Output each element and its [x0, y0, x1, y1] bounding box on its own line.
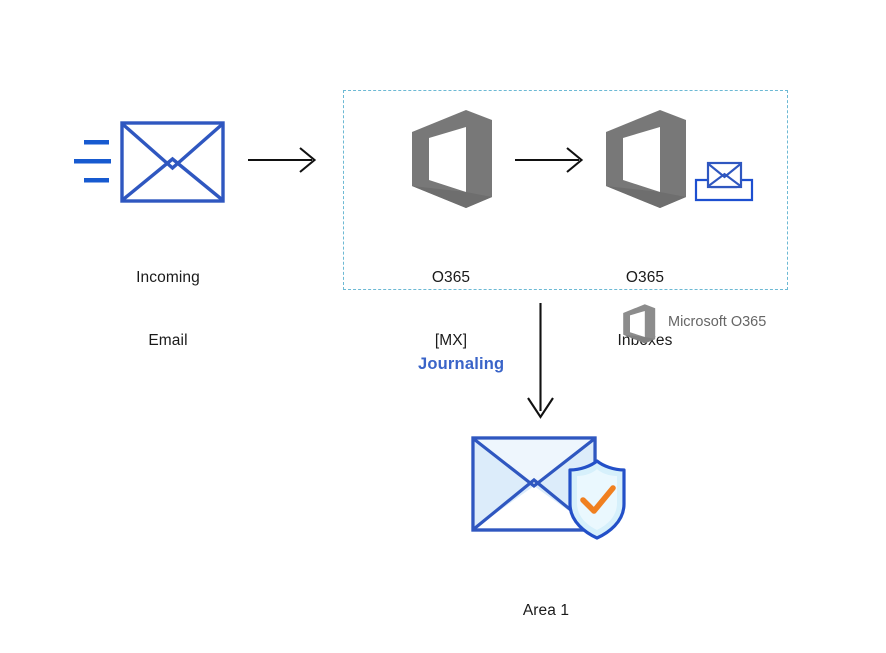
legend-label: Microsoft O365: [668, 314, 767, 330]
o365-mx-label-line2: [MX]: [434, 331, 468, 349]
o365-mx-label-line1: O365: [431, 268, 471, 286]
inbox-tray-node: [694, 158, 754, 204]
journaling-edge-label: Journaling: [418, 355, 505, 373]
arrow-mx-to-inboxes: [515, 145, 590, 175]
o365-inboxes-label-line1: O365: [625, 268, 665, 286]
incoming-email-node: [72, 115, 232, 210]
arrow-right-icon: [515, 147, 584, 173]
o365-inboxes-node: [598, 107, 693, 212]
area1-label-line1: Area 1: [522, 601, 570, 619]
legend-office-icon-wrapper: [620, 303, 658, 345]
area1-caption: Area 1 email security: [463, 559, 629, 653]
microsoft-o365-dashed-zone: [343, 90, 788, 290]
office-365-logo-icon: [623, 304, 656, 344]
o365-mx-caption: O365 [MX]: [371, 226, 531, 393]
o365-mx-node: [404, 107, 499, 212]
office-365-logo-icon: [606, 110, 686, 208]
office-365-logo-icon: [412, 110, 492, 208]
arrow-incoming-to-mx: [248, 145, 323, 175]
arrow-right-icon: [248, 147, 317, 173]
incoming-email-label-line1: Incoming: [136, 268, 200, 286]
envelope-shield-check-icon: [471, 436, 626, 540]
inbox-tray-envelope-icon: [694, 161, 754, 202]
arrow-down-icon: [527, 303, 554, 419]
incoming-email-caption: Incoming Email: [88, 226, 248, 393]
envelope-with-motion-lines-icon: [74, 121, 225, 203]
arrow-inboxes-to-area1: [522, 303, 562, 423]
area1-email-security-node: [468, 432, 634, 547]
incoming-email-label-line2: Email: [148, 331, 188, 349]
